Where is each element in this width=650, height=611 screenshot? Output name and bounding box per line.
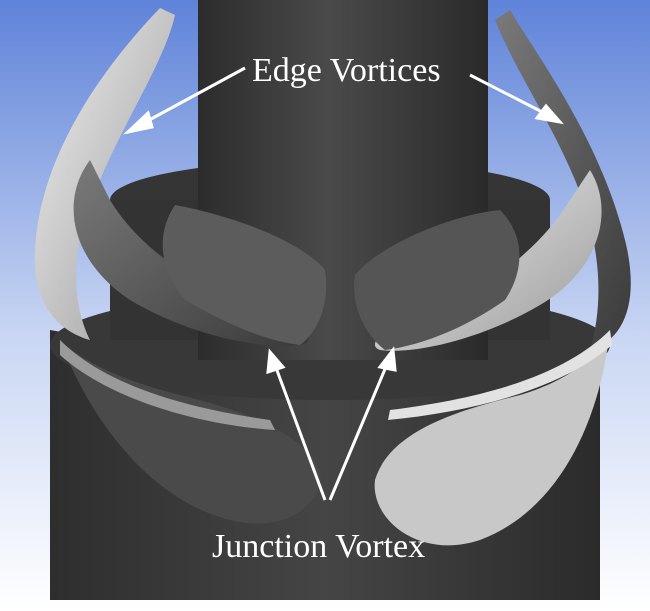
junction-vortex-label: Junction Vortex [212, 528, 425, 566]
edge-vortices-label: Edge Vortices [252, 52, 441, 90]
